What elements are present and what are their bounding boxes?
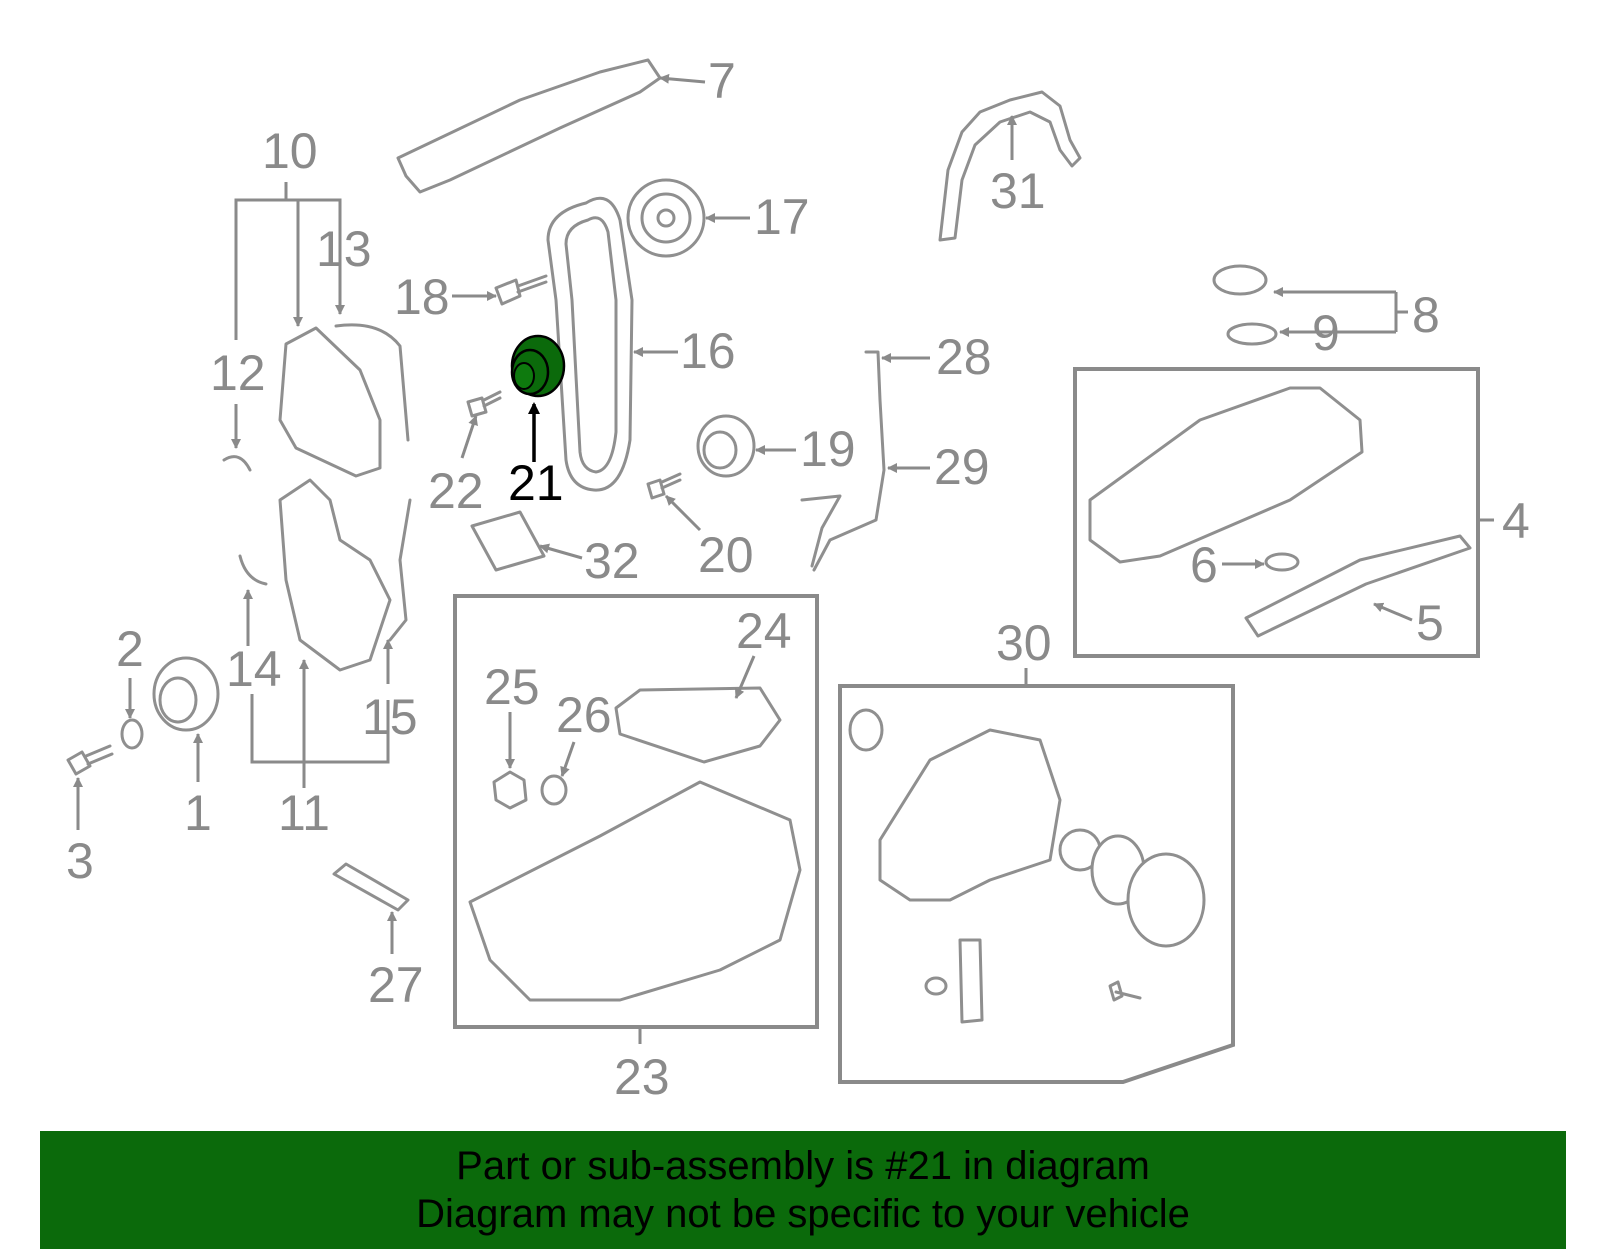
relief-valve-cap-part [924, 976, 948, 996]
seal-6-part [1264, 552, 1300, 572]
sealant-tube-part [332, 862, 410, 912]
dipstick-part [800, 350, 886, 572]
oil-pump-cover-part [1126, 852, 1206, 948]
bracket-11 [250, 694, 390, 764]
callout-22: 22 [428, 463, 484, 519]
callout-13: 13 [316, 221, 372, 277]
banner-line-2: Diagram may not be specific to your vehi… [416, 1192, 1190, 1236]
callout-2: 2 [116, 621, 144, 677]
leader-5 [1373, 602, 1413, 622]
callout-5: 5 [1416, 595, 1444, 651]
oil-pan-gasket-part [614, 686, 782, 764]
group-box-30 [838, 684, 1235, 1084]
timing-gasket-part [938, 90, 1082, 242]
oil-pump-housing-part [878, 728, 1062, 902]
clip-14-part [238, 554, 268, 586]
upper-timing-cover-part [278, 326, 382, 478]
oil-cap-part [1212, 264, 1268, 296]
oil-cap-seal-part [1226, 322, 1278, 346]
callout-9: 9 [1312, 305, 1340, 361]
callout-4: 4 [1502, 493, 1530, 549]
cam-sprocket-part [626, 178, 706, 258]
clip-12-part [222, 455, 252, 472]
leader-26 [560, 741, 576, 777]
valve-cover-gasket-part [396, 58, 662, 194]
callout-32: 32 [584, 533, 640, 589]
crank-pulley-part [152, 656, 220, 732]
callout-25: 25 [484, 659, 540, 715]
info-banner: Part or sub-assembly is #21 in diagram D… [40, 1131, 1566, 1249]
callout-30: 30 [996, 615, 1052, 671]
relief-valve-part [958, 938, 984, 1024]
callout-27: 27 [368, 957, 424, 1013]
leader-20 [664, 494, 702, 532]
drain-plug-part [492, 770, 528, 810]
drain-washer-part [540, 774, 568, 806]
idler-pulley-part [696, 414, 756, 478]
valve-cover-part [1088, 386, 1364, 564]
callout-31: 31 [990, 163, 1046, 219]
group-box-23 [453, 594, 819, 1029]
pump-screw-part [1108, 980, 1142, 1002]
callout-3: 3 [66, 833, 94, 889]
callout-6: 6 [1190, 537, 1218, 593]
callout-11: 11 [278, 785, 330, 841]
callout-24: 24 [736, 603, 792, 659]
callout-12: 12 [210, 345, 266, 401]
callout-10: 10 [262, 123, 318, 179]
crank-bolt-part [66, 744, 114, 776]
timing-belt-part [546, 196, 634, 492]
callout-15: 15 [362, 689, 418, 745]
callout-14: 14 [226, 641, 282, 697]
front-seal-part [848, 708, 884, 752]
leader-24 [734, 655, 756, 699]
bolt-18-part [494, 274, 548, 306]
bolt-22-part [466, 390, 502, 418]
leader-7 [659, 73, 706, 84]
bracket-10 [234, 198, 342, 340]
lower-timing-cover-part [278, 478, 392, 672]
callout-20: 20 [698, 527, 754, 583]
callout-28: 28 [936, 329, 992, 385]
parts-diagram: 7 10 31 17 13 18 8 9 16 12 28 19 29 22 2… [66, 53, 1530, 1105]
callout-23: 23 [614, 1049, 670, 1105]
callout-17: 17 [754, 189, 810, 245]
oil-filter-part [470, 510, 546, 572]
callout-26: 26 [556, 687, 612, 743]
tensioner-highlighted-part [510, 334, 566, 398]
callout-21: 21 [508, 455, 564, 511]
valve-cover-inner-gasket-part [1244, 534, 1472, 638]
callout-18: 18 [394, 269, 450, 325]
callout-1: 1 [184, 785, 212, 841]
callout-8: 8 [1412, 287, 1440, 343]
timing-cover-gasket-part [334, 323, 410, 442]
group-box-4 [1073, 367, 1480, 658]
leader-32 [539, 543, 583, 560]
callout-29: 29 [934, 439, 990, 495]
banner-line-1: Part or sub-assembly is #21 in diagram [456, 1144, 1150, 1188]
bolt-20-part [646, 472, 682, 500]
callout-19: 19 [800, 421, 856, 477]
oil-pan-part [468, 780, 802, 1002]
lower-cover-gasket-part [388, 498, 412, 642]
washer-2-part [120, 718, 144, 750]
callout-16: 16 [680, 323, 736, 379]
leader-22 [460, 415, 478, 459]
callout-7: 7 [708, 53, 736, 109]
